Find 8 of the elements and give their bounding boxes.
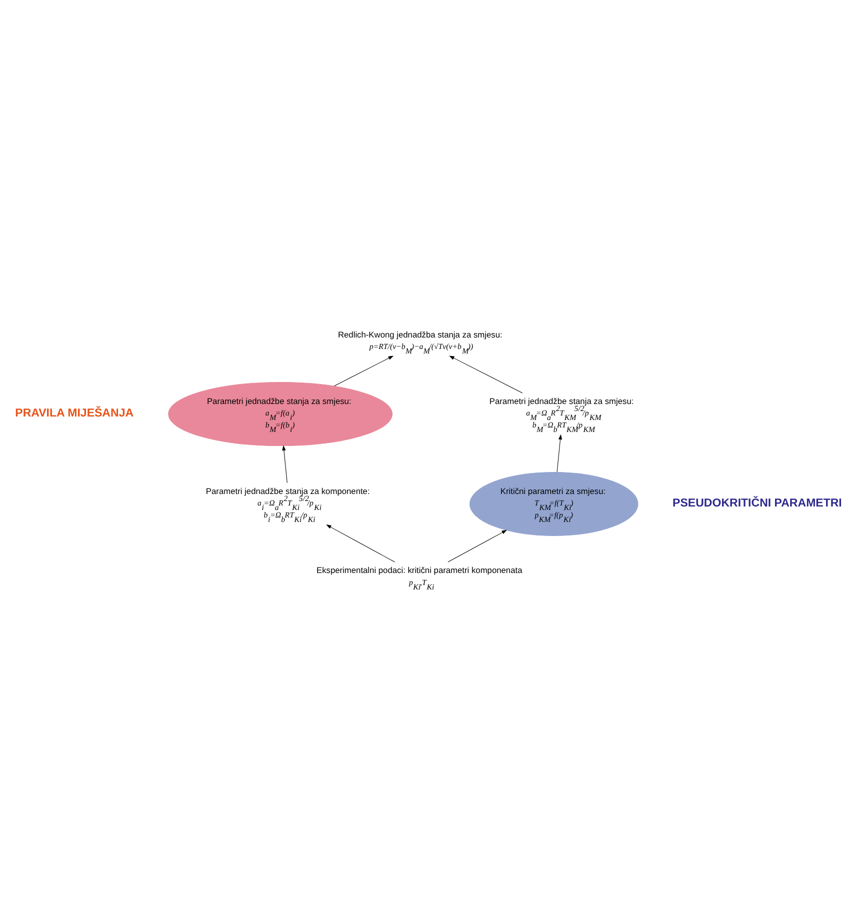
node-label: PRAVILA MIJEŠANJA (15, 406, 134, 419)
arrow (326, 524, 395, 562)
arrow (556, 434, 562, 472)
node-label: PSEUDOKRITIČNI PARAMETRI (672, 496, 842, 509)
arrow (449, 355, 523, 393)
arrow (448, 529, 508, 562)
arrow (334, 355, 394, 386)
arrow (282, 444, 288, 483)
